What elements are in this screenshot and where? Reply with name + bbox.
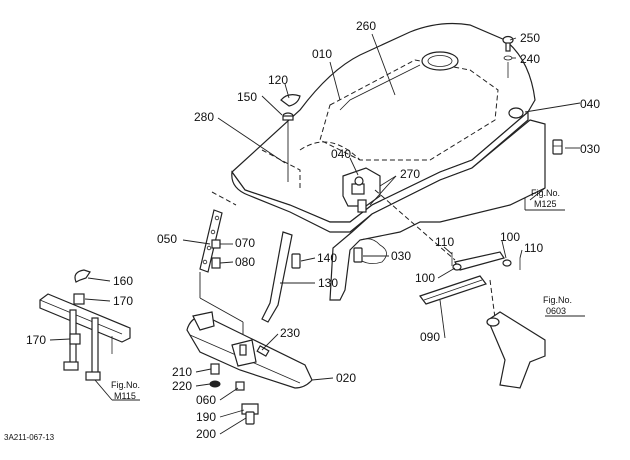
latch-bracket: [342, 167, 381, 213]
fig-ref-m115-label: Fig.No.: [111, 380, 140, 390]
callouts: 250 240 260 010 120 150 040 280 030 040 …: [26, 19, 600, 441]
callout-190: 190: [196, 410, 216, 424]
hinge-plate-050: [199, 209, 223, 273]
callout-110-right: 110: [524, 241, 543, 255]
fig-ref-m125-number: M125: [534, 199, 557, 209]
side-panel: [329, 119, 546, 301]
link-100: [454, 251, 505, 271]
bolt-140: [291, 253, 301, 269]
washer-100-right: [502, 259, 512, 267]
bolt-170-bottom: [69, 333, 81, 345]
callout-050: 050: [157, 232, 177, 246]
callout-250: 250: [520, 31, 540, 45]
callout-230: 230: [280, 326, 300, 340]
support-rod-130: [261, 231, 293, 323]
bolt-200: [245, 411, 255, 425]
bolt-230: [256, 345, 270, 357]
fig-ref-0603-label: Fig.No.: [543, 295, 572, 305]
callout-030-center: 030: [391, 249, 411, 263]
callout-210: 210: [172, 365, 192, 379]
callout-160: 160: [113, 274, 133, 288]
callout-110-left: 110: [435, 235, 454, 249]
callout-170-bottom: 170: [26, 333, 46, 347]
callout-220: 220: [172, 379, 192, 393]
leader-lines: [49, 33, 585, 435]
callout-270: 270: [400, 167, 420, 181]
callout-120: 120: [268, 73, 288, 87]
bumper-020: [186, 311, 313, 389]
callout-030-right: 030: [580, 142, 600, 156]
callout-140: 140: [317, 251, 337, 265]
bolt-170-top: [73, 293, 85, 305]
callout-100-left: 100: [415, 271, 435, 285]
drawing-id: 3A211-067-13: [4, 433, 55, 442]
callout-080: 080: [235, 255, 255, 269]
washer-100: [452, 263, 462, 271]
callout-020: 020: [336, 371, 356, 385]
arm-090: [419, 275, 487, 305]
bolt-030-center: [353, 247, 363, 263]
figure-references: Fig.No. M125 Fig.No. 0603 Fig.No. M115: [111, 188, 572, 401]
callout-240: 240: [520, 52, 540, 66]
steering-column: [486, 311, 546, 389]
bolt-060: [235, 381, 245, 391]
callout-170-top: 170: [113, 294, 133, 308]
knob-120: [280, 94, 301, 107]
callout-040-right: 040: [580, 97, 600, 111]
fig-ref-m125-label: Fig.No.: [531, 188, 560, 198]
callout-070: 070: [235, 236, 255, 250]
grommet-150: [282, 112, 294, 121]
callout-060: 060: [196, 393, 216, 407]
callout-150: 150: [237, 90, 257, 104]
bolt-040-center: [354, 176, 364, 186]
hose-160: [74, 269, 91, 283]
fig-ref-m115-number: M115: [114, 391, 136, 401]
pin-250: [502, 35, 514, 52]
callout-040-center: 040: [331, 147, 351, 161]
callout-260: 260: [356, 19, 376, 33]
callout-130: 130: [318, 276, 338, 290]
callout-200: 200: [196, 427, 216, 441]
fig-ref-0603-number: 0603: [546, 306, 566, 316]
bolt-210: [210, 363, 220, 375]
callout-100-right: 100: [500, 230, 520, 244]
bolt-030-right: [552, 139, 563, 155]
bolt-070: [211, 239, 221, 249]
callout-090: 090: [420, 330, 440, 344]
washer-220: [209, 380, 221, 388]
callout-280: 280: [194, 110, 214, 124]
callout-010: 010: [312, 47, 332, 61]
bolt-080: [211, 257, 221, 269]
